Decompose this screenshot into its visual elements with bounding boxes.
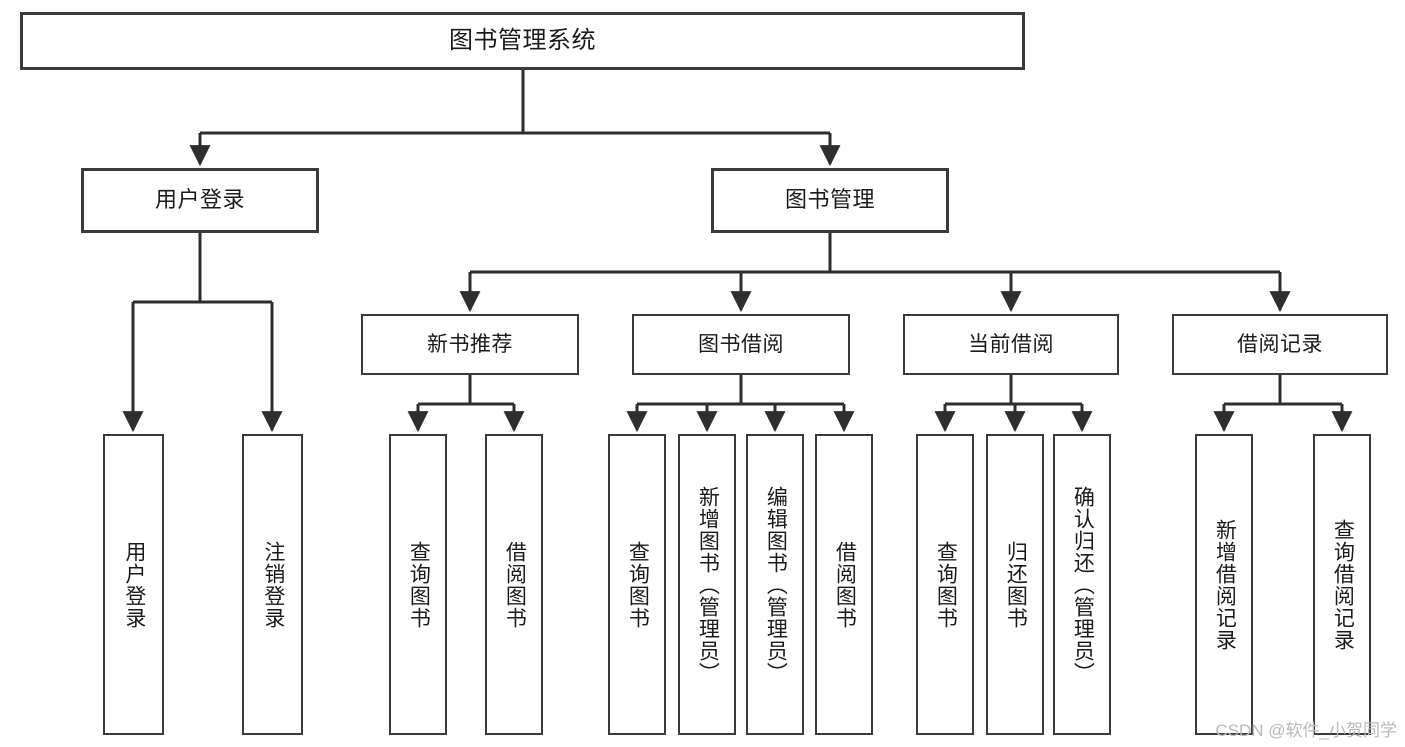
node-leaf-return-book-label: 归还图书 [1004,540,1028,629]
node-book-manage-label: 图书管理 [784,187,875,213]
node-leaf-query-record-label: 查询借阅记录 [1331,518,1355,651]
node-leaf-borrow-book-2[interactable]: 借阅图书 [815,434,873,735]
node-book-manage[interactable]: 图书管理 [711,168,949,233]
node-leaf-borrow-book-2-label: 借阅图书 [833,540,857,629]
node-user-login-label: 用户登录 [154,187,245,213]
node-leaf-borrow-book-1[interactable]: 借阅图书 [485,434,543,735]
node-leaf-return-book[interactable]: 归还图书 [986,434,1044,735]
node-book-borrow-label: 图书借阅 [698,332,784,356]
node-leaf-edit-book[interactable]: 编辑图书（管理员） [746,434,804,735]
node-leaf-query-book-2-label: 查询图书 [626,540,650,629]
watermark-text: CSDN @软件_小贺同学 [1215,721,1397,740]
node-leaf-logout-label: 注销登录 [261,540,285,629]
node-book-borrow[interactable]: 图书借阅 [632,314,850,375]
node-leaf-query-book-3-label: 查询图书 [934,540,958,629]
node-current-borrow[interactable]: 当前借阅 [903,314,1119,375]
node-borrow-record-label: 借阅记录 [1237,332,1323,356]
node-new-book-rec-label: 新书推荐 [427,332,513,356]
node-user-login[interactable]: 用户登录 [81,168,319,233]
node-leaf-borrow-book-1-label: 借阅图书 [503,540,527,629]
node-root-label: 图书管理系统 [449,26,596,54]
node-new-book-rec[interactable]: 新书推荐 [361,314,579,375]
node-leaf-query-book-3[interactable]: 查询图书 [916,434,974,735]
node-leaf-add-record-label: 新增借阅记录 [1213,518,1237,651]
node-current-borrow-label: 当前借阅 [968,332,1054,356]
node-leaf-query-book-1-label: 查询图书 [407,540,431,629]
node-leaf-user-login-label: 用户登录 [122,540,146,629]
node-leaf-user-login[interactable]: 用户登录 [103,434,164,735]
node-leaf-add-book[interactable]: 新增图书（管理员） [678,434,736,735]
node-leaf-query-record[interactable]: 查询借阅记录 [1313,434,1371,735]
node-leaf-query-book-2[interactable]: 查询图书 [608,434,666,735]
node-leaf-add-record[interactable]: 新增借阅记录 [1195,434,1253,735]
node-leaf-logout[interactable]: 注销登录 [242,434,303,735]
node-leaf-confirm-return[interactable]: 确认归还（管理员） [1053,434,1111,735]
node-leaf-confirm-return-label: 确认归还（管理员） [1071,485,1095,684]
node-leaf-edit-book-label: 编辑图书（管理员） [764,485,788,684]
node-leaf-add-book-label: 新增图书（管理员） [696,485,720,684]
node-root[interactable]: 图书管理系统 [20,12,1025,70]
node-leaf-query-book-1[interactable]: 查询图书 [389,434,447,735]
node-borrow-record[interactable]: 借阅记录 [1172,314,1388,375]
